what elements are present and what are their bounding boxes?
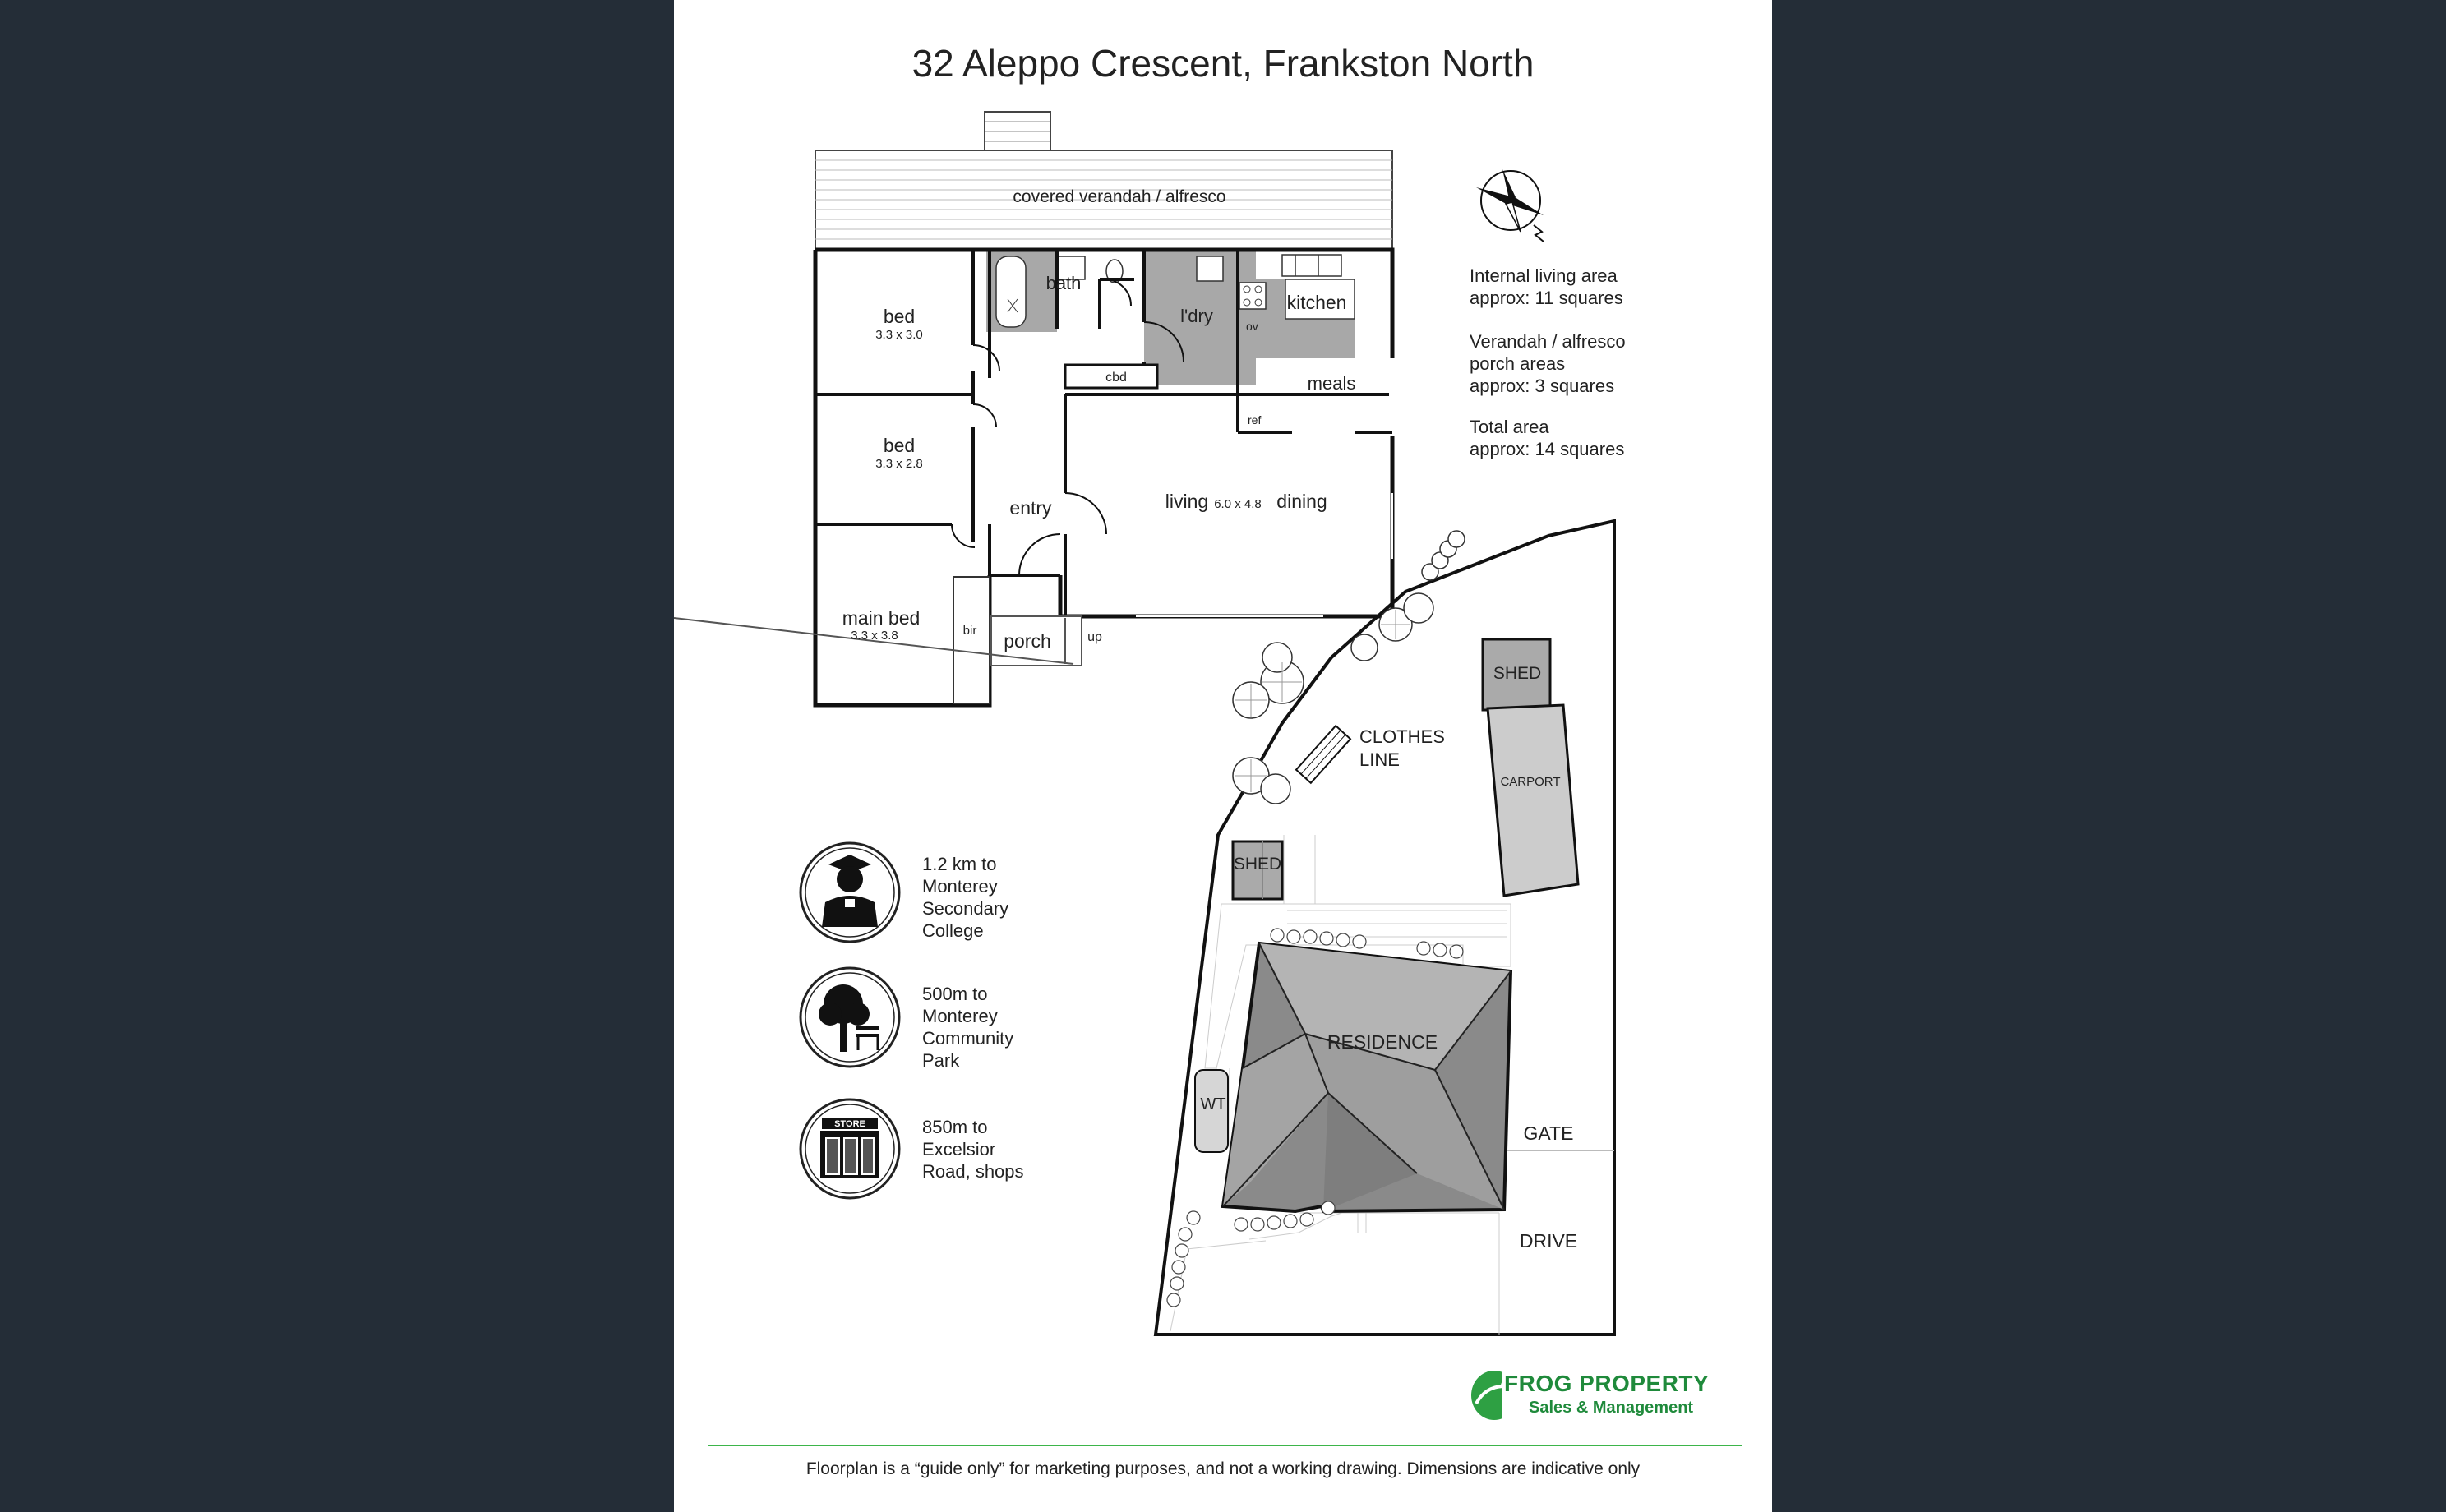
room-main-bed-size: 3.3 x 3.8: [851, 629, 898, 643]
room-porch: porch: [1004, 630, 1051, 652]
door-swings: [951, 279, 1184, 576]
residence-label: RESIDENCE: [1327, 1031, 1438, 1053]
room-entry: entry: [1009, 497, 1052, 519]
kitchen-island: [1285, 279, 1355, 320]
area-total: Total area approx: 14 squares: [1470, 416, 1624, 460]
room-living: living: [1165, 491, 1208, 512]
total-area-value: approx: 14 squares: [1470, 439, 1625, 459]
amenity-school-line: 1.2 km to: [922, 854, 997, 874]
footer-divider: [708, 1445, 1742, 1446]
carport-label: CARPORT: [1500, 775, 1560, 789]
room-labels: bed 3.3 x 3.0 bath l'dry kitchen ov cbd …: [842, 273, 1356, 652]
kitchen-bench: [1281, 254, 1342, 277]
porch-step: [990, 615, 1082, 666]
verandah-area-label-1: Verandah / alfresco: [1470, 331, 1626, 352]
cooktop: [1239, 282, 1267, 310]
amenity-school-line: College: [922, 920, 984, 941]
area-verandah: Verandah / alfresco porch areas approx: …: [1470, 330, 1626, 397]
compass-icon: [1476, 169, 1544, 242]
amenity-park-line: Community: [922, 1028, 1014, 1049]
drive-label: DRIVE: [1520, 1230, 1577, 1252]
site-plan: GATE DRIVE SHED CARPORT CLOTHES LINE SHE…: [1153, 519, 1616, 1336]
internal-area-label: Internal living area: [1470, 265, 1618, 286]
water-tank-label: WT: [1200, 1095, 1225, 1113]
amenity-shops-line: Excelsior: [922, 1139, 996, 1159]
verandah-area-label-2: porch areas: [1470, 353, 1566, 374]
shed-2: [1231, 840, 1284, 901]
amenity-school-line: Secondary: [922, 898, 1009, 919]
water-tank: [1194, 1069, 1229, 1153]
shed-2-label: SHED: [1234, 855, 1281, 874]
amenity-park: 500m to Monterey Community Park: [922, 983, 1013, 1072]
room-main-bed: main bed: [842, 607, 921, 629]
fridge-label: ref: [1248, 413, 1261, 426]
amenity-park-line: Monterey: [922, 1006, 998, 1026]
gate-label: GATE: [1524, 1122, 1574, 1144]
verandah-label: covered verandah / alfresco: [1013, 187, 1225, 206]
amenity-shops-line: 850m to: [922, 1117, 988, 1137]
vanity: [1058, 256, 1086, 280]
clothes-line-label-2: LINE: [1359, 749, 1400, 770]
park-icon: [799, 966, 901, 1068]
laundry-tub: [1196, 256, 1224, 282]
disclaimer: Floorplan is a “guide only” for marketin…: [805, 1459, 1641, 1478]
frog-leaf-icon: [1471, 1371, 1502, 1420]
room-living-size: 6.0 x 4.8: [1214, 497, 1262, 511]
room-bed-2-size: 3.3 x 2.8: [875, 457, 923, 471]
room-bath: bath: [1046, 273, 1082, 293]
step-up-label: up: [1087, 630, 1102, 644]
floorplan-drawing: covered verandah / alfresco: [674, 111, 1616, 1418]
oven-label: ov: [1246, 320, 1258, 333]
verandah: covered verandah / alfresco: [815, 111, 1393, 250]
graduate-icon: [799, 841, 901, 943]
toilet: [1105, 259, 1124, 284]
bathtub: [995, 256, 1027, 328]
room-meals: meals: [1308, 373, 1356, 394]
brand-tagline: Sales & Management: [1529, 1399, 1694, 1417]
area-internal: Internal living area approx: 11 squares: [1470, 265, 1623, 309]
room-bed-1-size: 3.3 x 3.0: [875, 328, 923, 342]
room-kitchen: kitchen: [1287, 292, 1347, 313]
inner-walls: [815, 250, 1392, 616]
frog-logo-icon: [786, 1369, 835, 1418]
amenity-school-line: Monterey: [922, 876, 998, 897]
room-laundry: l'dry: [1180, 306, 1213, 326]
cupboard-label: cbd: [1105, 371, 1127, 385]
tree-texture: [1235, 610, 1410, 792]
amenity-park-line: Park: [922, 1050, 960, 1071]
robe-label: bir: [963, 624, 977, 638]
amenity-school: 1.2 km to Monterey Secondary College: [922, 853, 1008, 942]
clothes-line-label-1: CLOTHES: [1359, 726, 1445, 747]
page-title: 32 Aleppo Crescent, Frankston North: [911, 42, 1535, 85]
carport: [1486, 703, 1580, 897]
total-area-label: Total area: [1470, 417, 1549, 437]
built-in-robe: [953, 576, 990, 704]
store-icon: STORE: [799, 1098, 901, 1200]
amenity-shops-line: Road, shops: [922, 1161, 1024, 1182]
shed-1-label: SHED: [1493, 664, 1541, 683]
room-bed-2: bed: [884, 435, 915, 456]
internal-area-value: approx: 11 squares: [1470, 288, 1623, 308]
brand-name: FROG PROPERTY: [1504, 1371, 1710, 1396]
verandah-area-value: approx: 3 squares: [1470, 376, 1615, 396]
room-bed-1: bed: [884, 306, 915, 327]
floorplan-sheet: 32 Aleppo Crescent, Frankston North cove…: [674, 0, 1772, 1512]
residence-roof: RESIDENCE: [1221, 941, 1513, 1214]
amenity-shops: 850m to Excelsior Road, shops: [922, 1116, 1024, 1182]
room-dining: dining: [1276, 491, 1327, 512]
cupboard: [1064, 363, 1159, 390]
tree-icons: [1232, 530, 1465, 804]
store-sign: STORE: [834, 1119, 865, 1129]
amenity-park-line: 500m to: [922, 984, 988, 1004]
clothes-line: [1295, 724, 1352, 785]
shrub-icons: [1166, 928, 1464, 1307]
